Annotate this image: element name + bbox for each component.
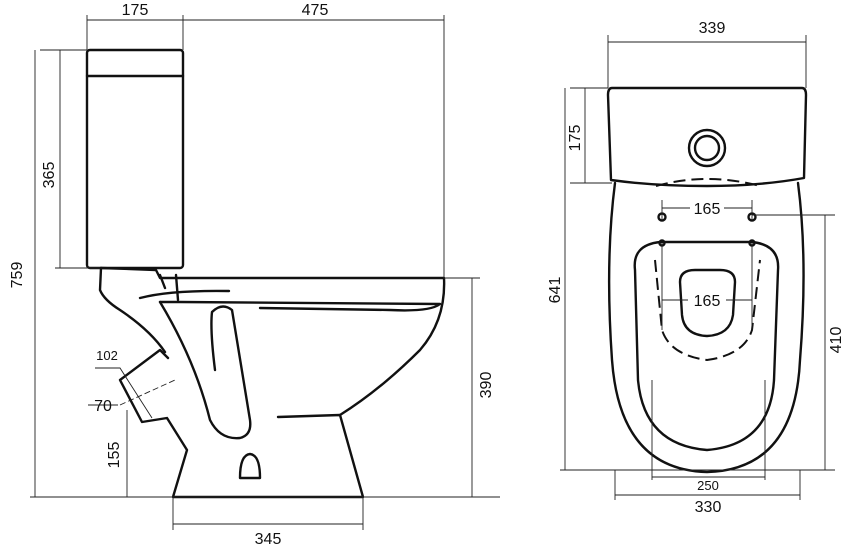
dim-759: 759 <box>9 262 26 289</box>
dim-365: 365 <box>41 162 58 189</box>
side-view: 175 475 365 759 102 70 155 390 345 <box>9 2 500 547</box>
dim-165-seat: 165 <box>694 293 721 310</box>
dim-475: 475 <box>302 2 329 19</box>
dim-339: 339 <box>699 20 726 37</box>
dim-345: 345 <box>255 531 282 547</box>
dim-250: 250 <box>697 478 719 493</box>
dim-70: 70 <box>94 398 112 415</box>
dim-155: 155 <box>106 442 123 469</box>
dim-641: 641 <box>547 277 564 304</box>
dim-165-top: 165 <box>694 201 721 218</box>
dim-390: 390 <box>478 372 495 399</box>
dim-102: 102 <box>96 348 118 363</box>
top-view: 339 175 641 165 165 410 250 330 <box>547 20 845 516</box>
top-view-outline <box>606 86 808 474</box>
dim-175-top: 175 <box>567 125 584 152</box>
dim-330: 330 <box>695 499 722 516</box>
side-view-dimensions: 175 475 365 759 102 70 155 390 345 <box>9 2 500 547</box>
dim-410: 410 <box>828 327 845 354</box>
side-view-outline <box>85 48 446 499</box>
flush-button-icon <box>687 128 727 168</box>
top-view-dimensions: 339 175 641 165 165 410 250 330 <box>547 20 845 516</box>
dim-175-side: 175 <box>122 2 149 19</box>
